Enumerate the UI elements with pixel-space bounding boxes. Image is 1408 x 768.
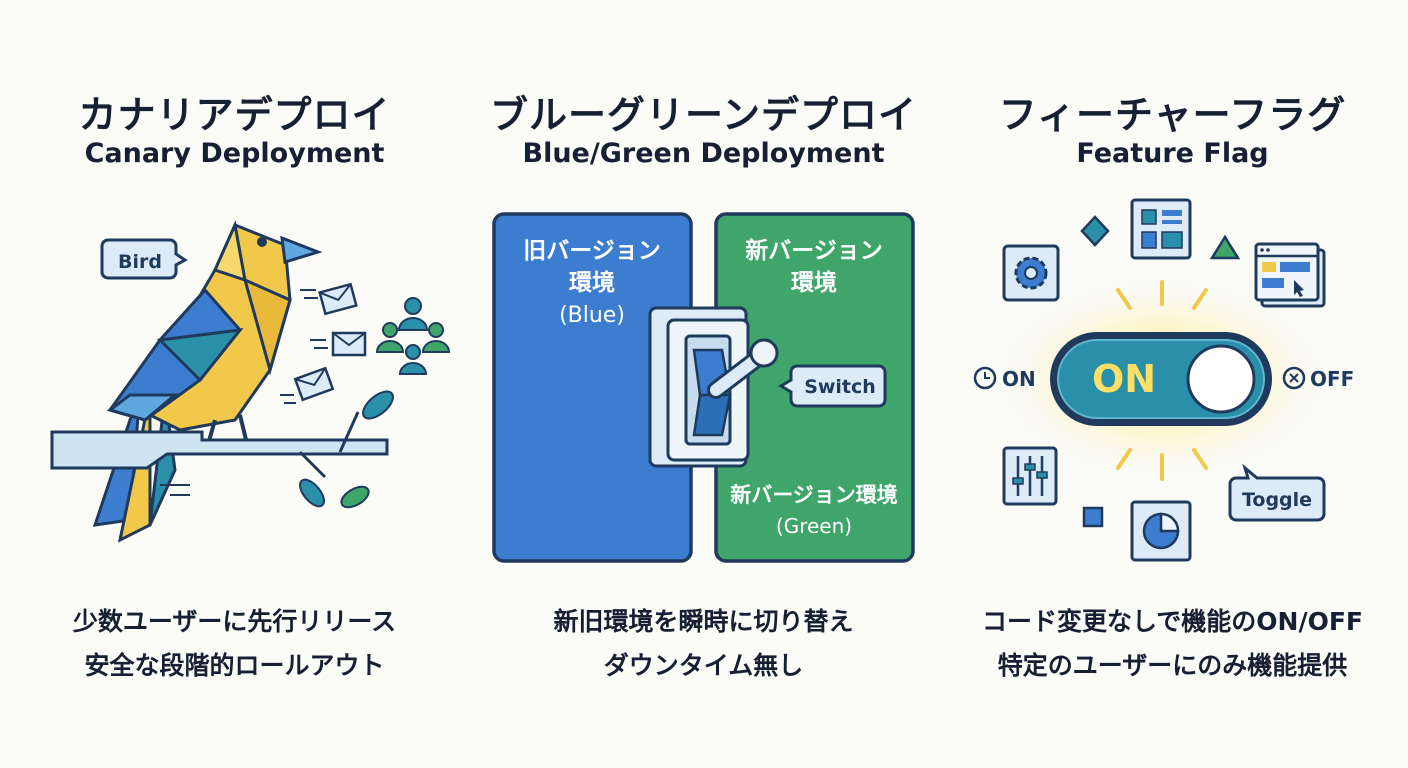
feature-title-jp: フィーチャーフラグ [998, 93, 1347, 137]
blue-environment: 旧バージョン 環境 (Blue) [492, 212, 693, 563]
bluegreen-panel: ブルーグリーンデプロイ Blue/Green Deployment 旧バージョン… [469, 0, 938, 768]
envelope-icon [310, 331, 367, 357]
dashboard-icon [1130, 198, 1192, 260]
toggle-switch[interactable]: ON [1050, 332, 1272, 426]
bluegreen-illustration: 旧バージョン 環境 (Blue) 新バージョン 環境 新バージョン環境 (Gre… [492, 212, 915, 563]
green-env-bottom1: 新バージョン環境 [730, 483, 898, 507]
pie-chart-icon [1130, 500, 1192, 562]
envelope-icon [280, 366, 335, 404]
off-label: OFF [1310, 367, 1354, 391]
toggle-bubble-label: Toggle [1242, 489, 1312, 511]
canary-title-en: Canary Deployment [84, 138, 385, 169]
users-group-icon [375, 297, 451, 375]
branch [50, 390, 394, 509]
blue-env-line2: 環境 [569, 269, 615, 296]
canary-illustration: Bird [50, 219, 451, 543]
toggle-bubble: Toggle [1228, 463, 1326, 522]
bluegreen-description: 新旧環境を瞬時に切り替え ダウンタイム無し [469, 600, 938, 688]
glow-rays [1116, 280, 1208, 481]
canary-description: 少数ユーザーに先行リリース 安全な段階的ロールアウト [0, 600, 469, 688]
on-indicator: ON [973, 366, 1036, 391]
sliders-icon [1002, 446, 1058, 506]
bird-bubble: Bird [100, 238, 188, 280]
bluegreen-desc-line2: ダウンタイム無し [603, 651, 804, 680]
canary-panel: カナリアデプロイ Canary Deployment Bird [0, 0, 469, 768]
bird-body [106, 219, 323, 454]
envelope-icon [300, 282, 358, 316]
green-env-line2: 環境 [791, 269, 837, 296]
on-label: ON [1002, 367, 1036, 391]
feature-title-en: Feature Flag [1076, 138, 1269, 169]
feature-illustration: ON ON OFF [973, 198, 1354, 562]
blue-env-line3: (Blue) [559, 303, 625, 328]
browser-window-icon [1254, 242, 1326, 308]
feature-description: コード変更なしで機能のON/OFF 特定のユーザーにのみ機能提供 [938, 600, 1407, 688]
feature-desc-line1: コード変更なしで機能のON/OFF [982, 607, 1363, 636]
diamond-icon [1080, 215, 1110, 247]
canary-desc-line1: 少数ユーザーに先行リリース [72, 607, 397, 636]
gear-icon [1002, 244, 1060, 302]
toggle-state-label: ON [1092, 357, 1156, 401]
feature-panel: フィーチャーフラグ Feature Flag ON ON [938, 0, 1407, 768]
bird-bubble-label: Bird [118, 251, 162, 273]
bluegreen-desc-line1: 新旧環境を瞬時に切り替え [553, 607, 854, 636]
switch-bubble: Switch [778, 364, 887, 408]
off-indicator: OFF [1282, 366, 1354, 391]
switch-bubble-label: Switch [804, 376, 876, 398]
feature-desc-line2: 特定のユーザーにのみ機能提供 [997, 651, 1348, 680]
square-icon [1082, 506, 1104, 528]
green-env-line1: 新バージョン [745, 237, 883, 264]
green-env-bottom2: (Green) [776, 514, 852, 538]
bluegreen-title-en: Blue/Green Deployment [522, 138, 885, 169]
triangle-icon [1209, 234, 1241, 260]
bluegreen-title-jp: ブルーグリーンデプロイ [489, 93, 918, 137]
canary-desc-line2: 安全な段階的ロールアウト [84, 651, 385, 680]
switch-icon [648, 306, 779, 468]
canary-title-jp: カナリアデプロイ [78, 93, 391, 137]
blue-env-line1: 旧バージョン [523, 238, 661, 264]
